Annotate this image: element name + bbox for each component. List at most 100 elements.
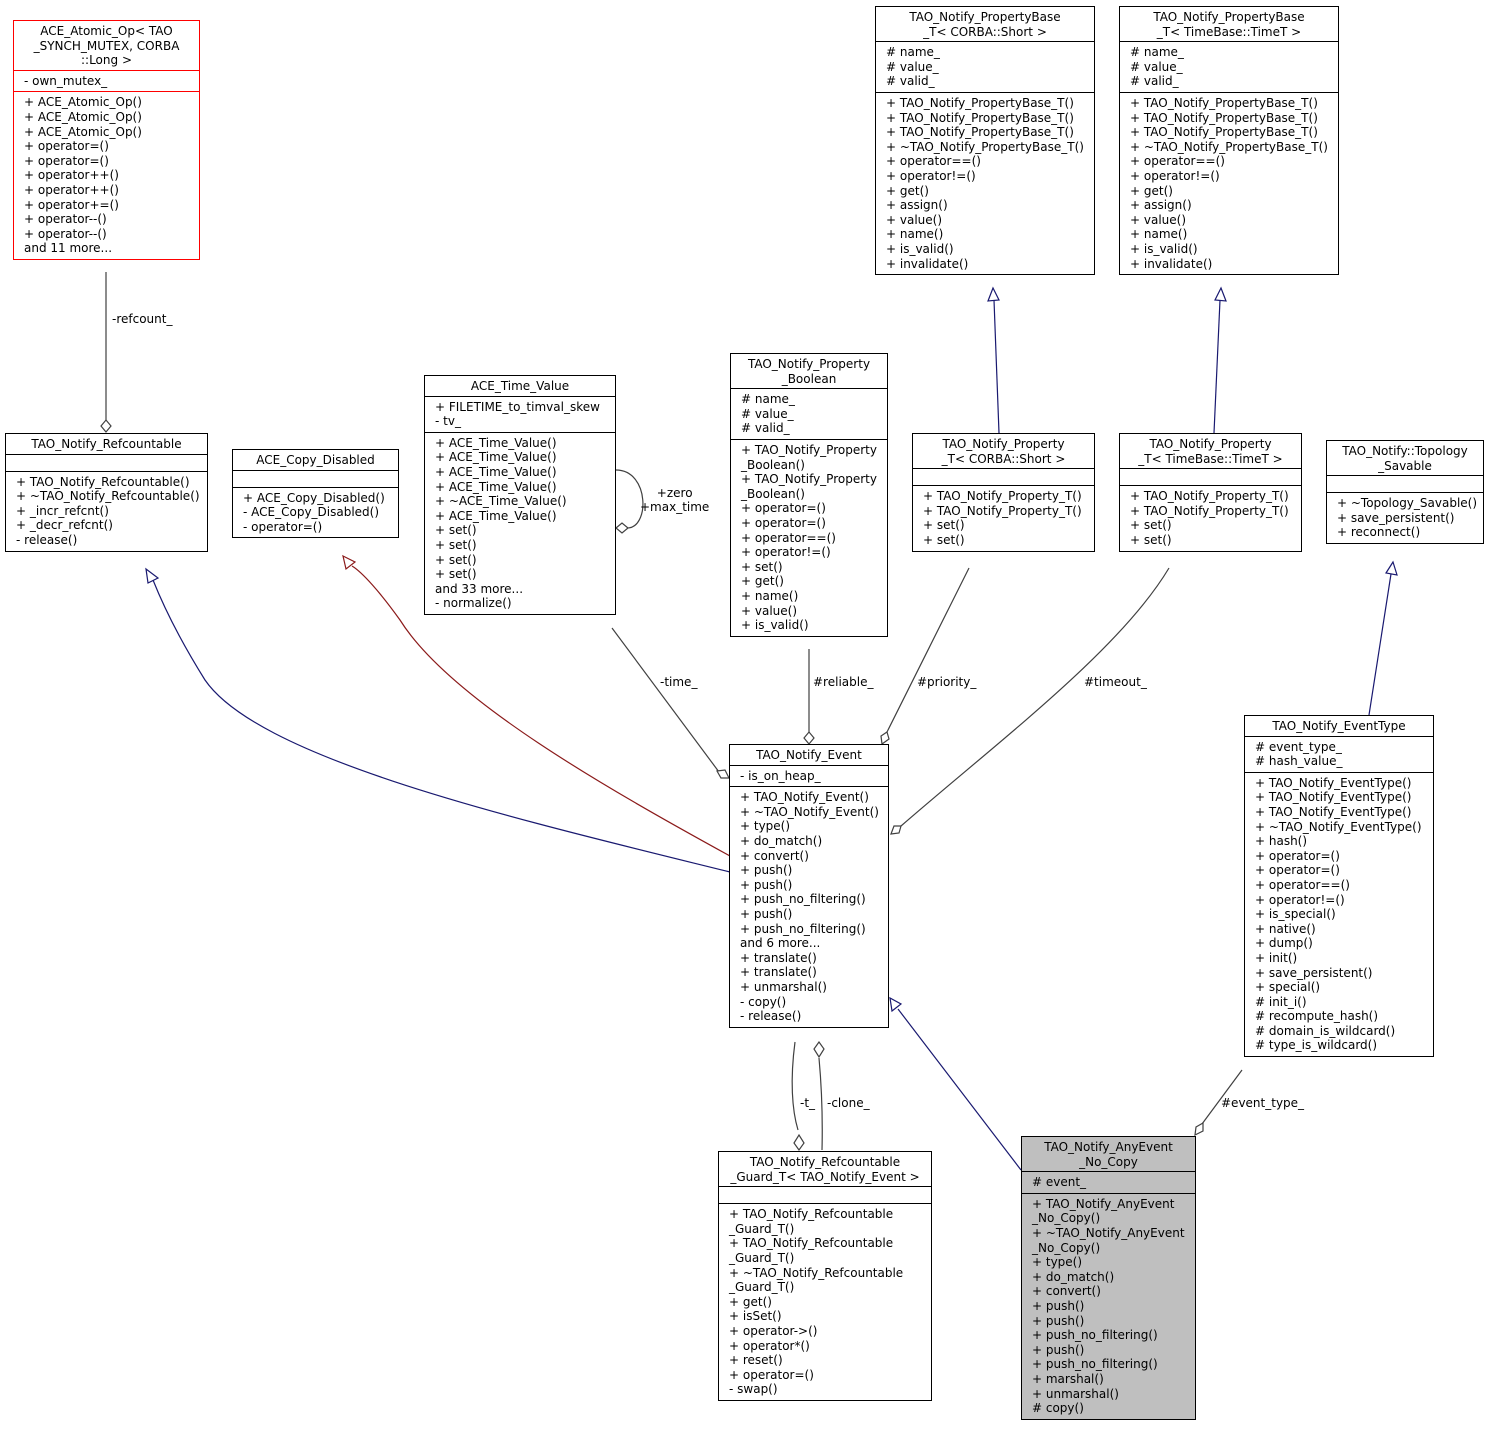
attributes-section: - is_on_heap_	[730, 764, 888, 787]
edge-label-time: -time_	[660, 675, 698, 689]
method: + operator->()	[729, 1323, 818, 1338]
attributes-section	[719, 1186, 931, 1203]
method: + TAO_Notify_AnyEvent _No_Copy()	[1032, 1196, 1175, 1226]
class-propertybase-timet[interactable]: TAO_Notify_PropertyBase _T< TimeBase::Ti…	[1119, 6, 1339, 276]
class-refcountable-guard[interactable]: TAO_Notify_Refcountable _Guard_T< TAO_No…	[718, 1151, 932, 1401]
class-tao-notify-eventtype[interactable]: TAO_Notify_EventType# event_type_# hash_…	[1244, 715, 1434, 1058]
class-ace-atomic-op[interactable]: ACE_Atomic_Op< TAO _SYNCH_MUTEX, CORBA :…	[13, 20, 200, 260]
method: - normalize()	[435, 596, 512, 611]
method: + convert()	[740, 848, 809, 863]
method: + is_special()	[1255, 907, 1336, 922]
method: + operator=()	[1255, 848, 1340, 863]
method: + push()	[1032, 1298, 1085, 1313]
method: + push_no_filtering()	[740, 892, 866, 907]
method: + translate()	[740, 950, 817, 965]
method: # recompute_hash()	[1255, 1009, 1379, 1024]
attribute: # valid_	[1130, 74, 1179, 89]
class-propertybase-short[interactable]: TAO_Notify_PropertyBase _T< CORBA::Short…	[875, 6, 1095, 276]
method: + is_valid()	[1130, 241, 1198, 256]
attribute: # event_	[1032, 1175, 1087, 1190]
attribute: # event_type_	[1255, 739, 1342, 754]
method: + dump()	[1255, 936, 1313, 951]
method: + save_persistent()	[1255, 965, 1373, 980]
class-title: TAO_Notify_AnyEvent _No_Copy	[1044, 1140, 1173, 1169]
attribute: # value_	[1130, 59, 1183, 74]
class-property-boolean[interactable]: TAO_Notify_Property _Boolean# name_# val…	[730, 353, 888, 637]
method: - swap()	[729, 1382, 778, 1397]
method: + ~TAO_Notify_AnyEvent _No_Copy()	[1032, 1225, 1185, 1255]
method: + TAO_Notify_PropertyBase_T()	[1130, 110, 1318, 125]
attribute: + FILETIME_to_timval_skew	[435, 399, 600, 414]
method: + push()	[740, 906, 793, 921]
class-topology-savable[interactable]: TAO_Notify::Topology _Savable+ ~Topology…	[1326, 440, 1484, 544]
method: + type()	[740, 819, 791, 834]
method: + ~ACE_Time_Value()	[435, 494, 567, 509]
method: + invalidate()	[886, 256, 969, 271]
class-ace-copy-disabled[interactable]: ACE_Copy_Disabled+ ACE_Copy_Disabled()- …	[232, 449, 399, 539]
class-tao-notify-refcountable[interactable]: TAO_Notify_Refcountable+ TAO_Notify_Refc…	[5, 433, 208, 552]
method: + do_match()	[1032, 1269, 1115, 1284]
class-title: TAO_Notify_Property _T< CORBA::Short >	[941, 437, 1066, 466]
method: + operator==()	[1255, 877, 1350, 892]
edge-time	[611, 627, 720, 773]
method: + assign()	[886, 198, 948, 213]
method: + operator+=()	[24, 197, 119, 212]
class-title: TAO_Notify_PropertyBase _T< TimeBase::Ti…	[1153, 10, 1305, 39]
method: + TAO_Notify_EventType()	[1255, 804, 1412, 819]
method: - operator=()	[243, 519, 323, 534]
method: + push_no_filtering()	[740, 921, 866, 936]
attributes-section: - own_mutex_	[14, 69, 199, 92]
class-title: TAO_Notify_Property _Boolean	[747, 357, 871, 386]
attributes-section	[1120, 468, 1301, 485]
class-title: TAO_Notify_PropertyBase _T< CORBA::Short…	[909, 10, 1061, 39]
method: + set()	[1130, 518, 1172, 533]
method: + ACE_Time_Value()	[435, 508, 557, 523]
class-ace-time-value[interactable]: ACE_Time_Value + FILETIME_to_timval_skew -…	[424, 375, 616, 615]
method: + ~TAO_Notify_Event()	[740, 804, 879, 819]
method: + ACE_Time_Value()	[435, 479, 557, 494]
method: + TAO_Notify_Property_T()	[923, 503, 1082, 518]
class-property-short[interactable]: TAO_Notify_Property _T< CORBA::Short >+ …	[912, 433, 1095, 552]
edge-refcount-diamond	[100, 419, 112, 433]
edge-inherit-topology	[1368, 573, 1392, 716]
attributes-section: # event_type_# hash_value_	[1245, 735, 1433, 772]
method: + set()	[435, 552, 477, 567]
method: + operator++()	[24, 168, 119, 183]
method: + TAO_Notify_PropertyBase_T()	[886, 110, 1074, 125]
method: and 11 more...	[24, 241, 113, 256]
method: + TAO_Notify_EventType()	[1255, 790, 1412, 805]
method: - copy()	[740, 994, 787, 1009]
method: + unmarshal()	[740, 979, 827, 994]
edge-inherit-refcountable	[152, 579, 731, 873]
method: + ACE_Atomic_Op()	[24, 95, 142, 110]
method: + operator=()	[24, 153, 109, 168]
method: + push()	[1032, 1342, 1085, 1357]
method: + name()	[741, 588, 799, 603]
method: + unmarshal()	[1032, 1386, 1119, 1401]
method: - release()	[740, 1009, 802, 1024]
class-title: TAO_Notify_Property _T< TimeBase::TimeT …	[1138, 437, 1283, 466]
method: + get()	[729, 1294, 772, 1309]
methods-section: + ~Topology_Savable()+ save_persistent()…	[1327, 492, 1483, 543]
method: + ACE_Time_Value()	[435, 464, 557, 479]
methods-section: + TAO_Notify_PropertyBase_T()+ TAO_Notif…	[1120, 91, 1338, 274]
method: + ~TAO_Notify_Refcountable _Guard_T()	[729, 1265, 904, 1295]
method: + TAO_Notify_Refcountable()	[16, 474, 190, 489]
method: + operator==()	[1130, 154, 1225, 169]
class-property-timet[interactable]: TAO_Notify_Property _T< TimeBase::TimeT …	[1119, 433, 1302, 552]
method: + ~TAO_Notify_PropertyBase_T()	[1130, 139, 1328, 154]
method: + push()	[1032, 1313, 1085, 1328]
class-title: ACE_Time_Value	[470, 379, 570, 393]
method: + set()	[741, 559, 783, 574]
attributes-section: # event_	[1022, 1171, 1195, 1193]
method: + do_match()	[740, 833, 823, 848]
method: # type_is_wildcard()	[1255, 1038, 1378, 1053]
method: + set()	[1130, 532, 1172, 547]
method: + operator--()	[24, 226, 107, 241]
attribute: # hash_value_	[1255, 754, 1343, 769]
class-anyevent-no-copy[interactable]: TAO_Notify_AnyEvent _No_Copy # event_ + TA…	[1021, 1136, 1196, 1420]
method: + TAO_Notify_Property _Boolean()	[741, 442, 877, 472]
class-tao-notify-event[interactable]: TAO_Notify_Event- is_on_heap_+ TAO_Notif…	[729, 744, 889, 1028]
attribute: # value_	[741, 406, 794, 421]
